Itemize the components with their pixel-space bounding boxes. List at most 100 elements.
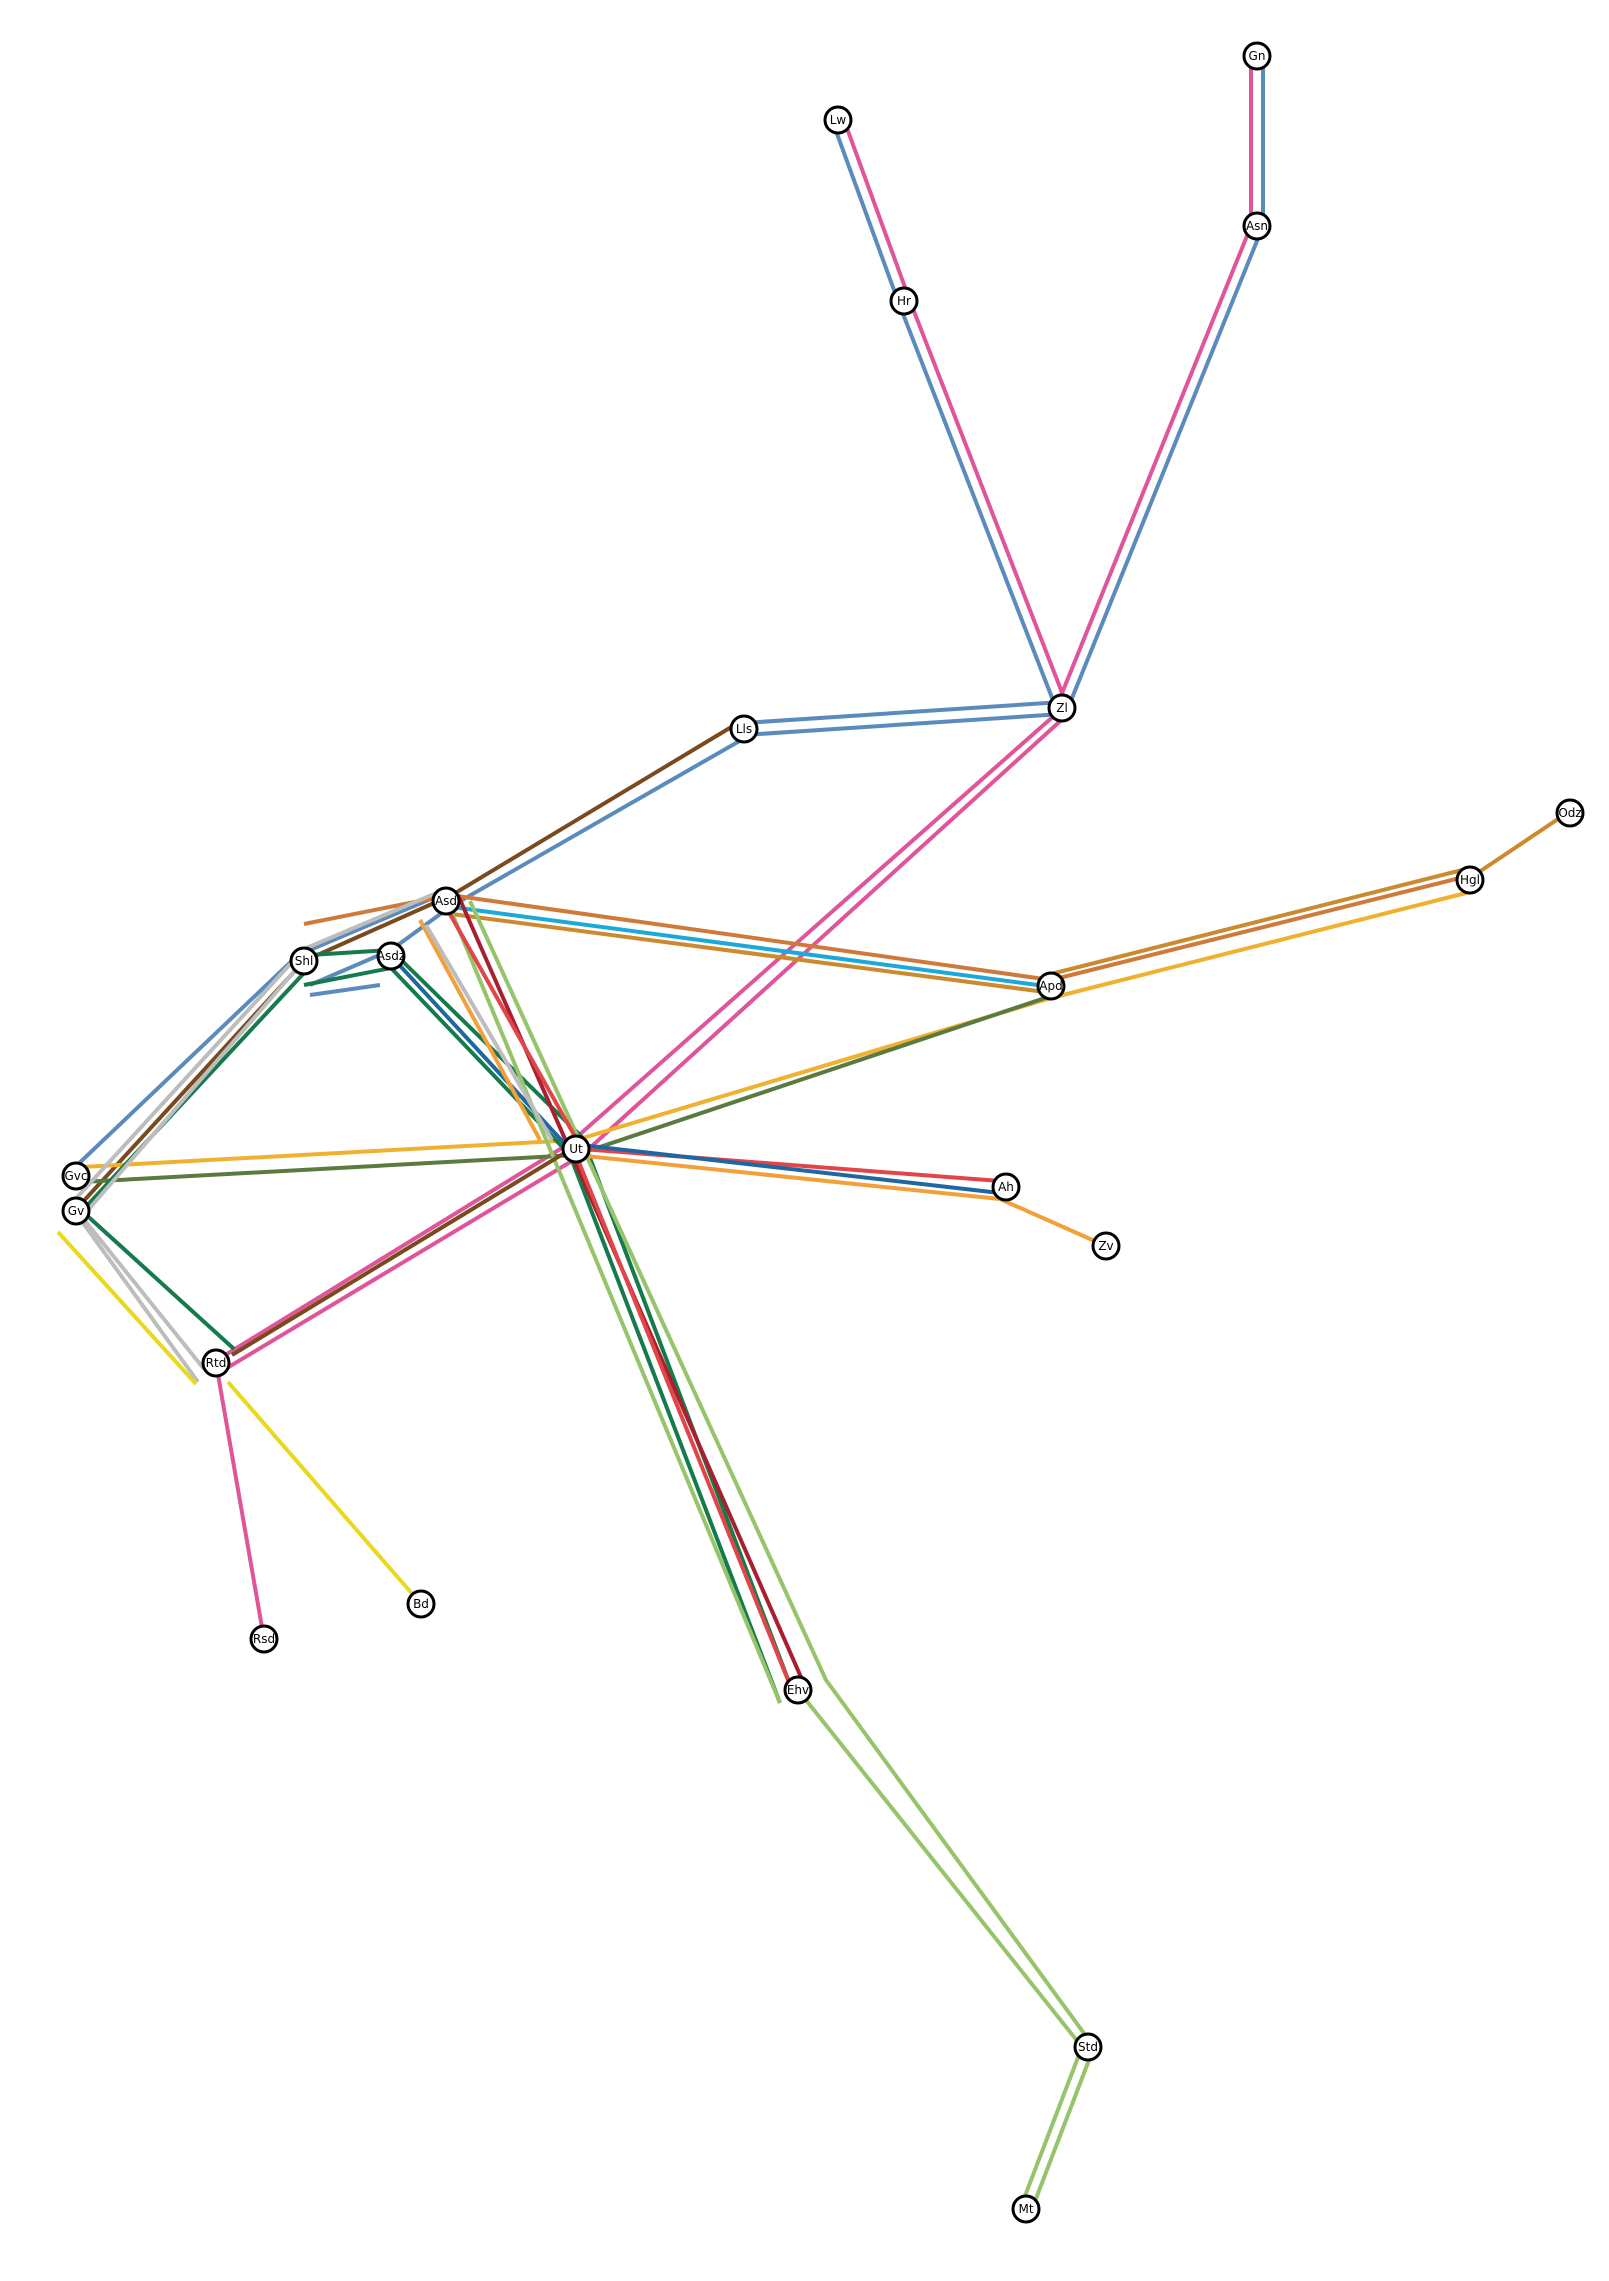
station-zl: Zl	[1047, 693, 1077, 723]
station-label: Ehv	[787, 1683, 809, 1697]
route-line-steel-blue	[309, 733, 751, 987]
route-line-silver	[424, 923, 554, 1142]
route-line-light-green	[450, 912, 782, 1704]
route-line-steel-blue	[70, 893, 441, 1172]
station-asd: Asd	[431, 886, 461, 916]
station-label: Ut	[569, 1142, 583, 1156]
station-marker	[561, 1134, 591, 1164]
station-rtd: Rtd	[201, 1348, 231, 1378]
station-label: Bd	[413, 1597, 429, 1611]
route-lines	[56, 56, 1578, 2210]
route-line-amber	[81, 890, 1471, 1169]
route-line-orange	[418, 919, 542, 1141]
station-mt: Mt	[1011, 2194, 1041, 2224]
route-line-pink	[842, 119, 1070, 709]
station-ah: Ah	[991, 1172, 1021, 1202]
route-line-light-green	[468, 900, 1096, 2210]
station-label: Zl	[1056, 701, 1068, 715]
route-line-steel-blue	[309, 983, 381, 997]
route-line-copper	[303, 872, 1477, 982]
station-label: Rtd	[206, 1356, 227, 1370]
route-line-red	[574, 1154, 794, 1691]
route-line-yellow	[56, 1230, 198, 1386]
station-label: Asdz	[377, 949, 405, 963]
station-marker	[431, 886, 461, 916]
station-ut: Ut	[561, 1134, 591, 1164]
station-marker	[1242, 41, 1272, 71]
route-line-navy-blue	[389, 954, 1001, 1195]
station-marker	[289, 946, 319, 976]
station-label: Std	[1078, 2040, 1098, 2054]
station-label: Lw	[830, 113, 847, 127]
station-label: Ah	[998, 1180, 1014, 1194]
station-label: Hr	[897, 294, 911, 308]
route-line-steel-blue	[1066, 225, 1265, 709]
station-marker	[991, 1172, 1021, 1202]
route-line-steel-blue	[830, 119, 1058, 709]
station-asdz: Asdz	[376, 941, 406, 971]
station-label: Asd	[435, 894, 457, 908]
route-line-pink	[220, 712, 1070, 1373]
station-marker	[1073, 2032, 1103, 2062]
station-shl: Shl	[289, 946, 319, 976]
station-marker	[1242, 211, 1272, 241]
station-std: Std	[1073, 2032, 1103, 2062]
station-marker	[376, 941, 406, 971]
station-marker	[889, 286, 919, 316]
station-label: Zv	[1098, 1239, 1113, 1253]
station-lw: Lw	[823, 105, 853, 135]
station-lls: Lls	[729, 714, 759, 744]
route-line-pink	[214, 1362, 266, 1640]
station-label: Rsd	[253, 1632, 275, 1646]
station-marker	[783, 1675, 813, 1705]
station-marker	[61, 1161, 91, 1191]
station-rsd: Rsd	[249, 1624, 279, 1654]
station-hr: Hr	[889, 286, 919, 316]
station-marker	[823, 105, 853, 135]
station-gvc: Gvc	[61, 1161, 91, 1191]
route-line-dark-green	[309, 948, 794, 1691]
route-line-cyan	[451, 905, 1046, 988]
station-marker	[406, 1589, 436, 1619]
station-zv: Zv	[1091, 1231, 1121, 1261]
station-label: Odz	[1558, 806, 1581, 820]
station-label: Hgl	[1460, 873, 1480, 887]
station-label: Asn	[1246, 219, 1268, 233]
station-label: Shl	[295, 954, 314, 968]
station-marker	[201, 1348, 231, 1378]
station-marker	[249, 1624, 279, 1654]
station-label: Gn	[1249, 49, 1266, 63]
station-asn: Asn	[1242, 211, 1272, 241]
station-label: Gv	[68, 1204, 84, 1218]
station-label: Gvc	[65, 1169, 88, 1183]
station-apd: Apd	[1036, 971, 1066, 1001]
station-marker	[1047, 693, 1077, 723]
station-odz: Odz	[1555, 798, 1585, 828]
route-line-brown	[78, 721, 740, 1207]
station-gv: Gv	[61, 1196, 91, 1226]
route-line-yellow	[226, 1380, 423, 1606]
route-line-light-green	[796, 1688, 1084, 2210]
station-label: Mt	[1018, 2202, 1033, 2216]
station-marker	[1011, 2194, 1041, 2224]
station-marker	[61, 1196, 91, 1226]
route-line-steel-blue	[743, 700, 1063, 725]
route-line-silver	[68, 887, 447, 1384]
route-line-ochre	[1050, 866, 1471, 976]
station-marker	[1091, 1231, 1121, 1261]
route-line-pink	[1054, 225, 1253, 709]
station-marker	[1555, 798, 1585, 828]
station-label: Lls	[736, 722, 752, 736]
station-hgl: Hgl	[1455, 865, 1485, 895]
station-bd: Bd	[406, 1589, 436, 1619]
station-ehv: Ehv	[783, 1675, 813, 1705]
station-gn: Gn	[1242, 41, 1272, 71]
station-marker	[1036, 971, 1066, 1001]
route-line-steel-blue	[743, 712, 1063, 737]
route-line-ochre	[443, 911, 1046, 994]
route-line-dark-green	[303, 966, 782, 1704]
station-marker	[729, 714, 759, 744]
station-label: Apd	[1039, 979, 1062, 993]
